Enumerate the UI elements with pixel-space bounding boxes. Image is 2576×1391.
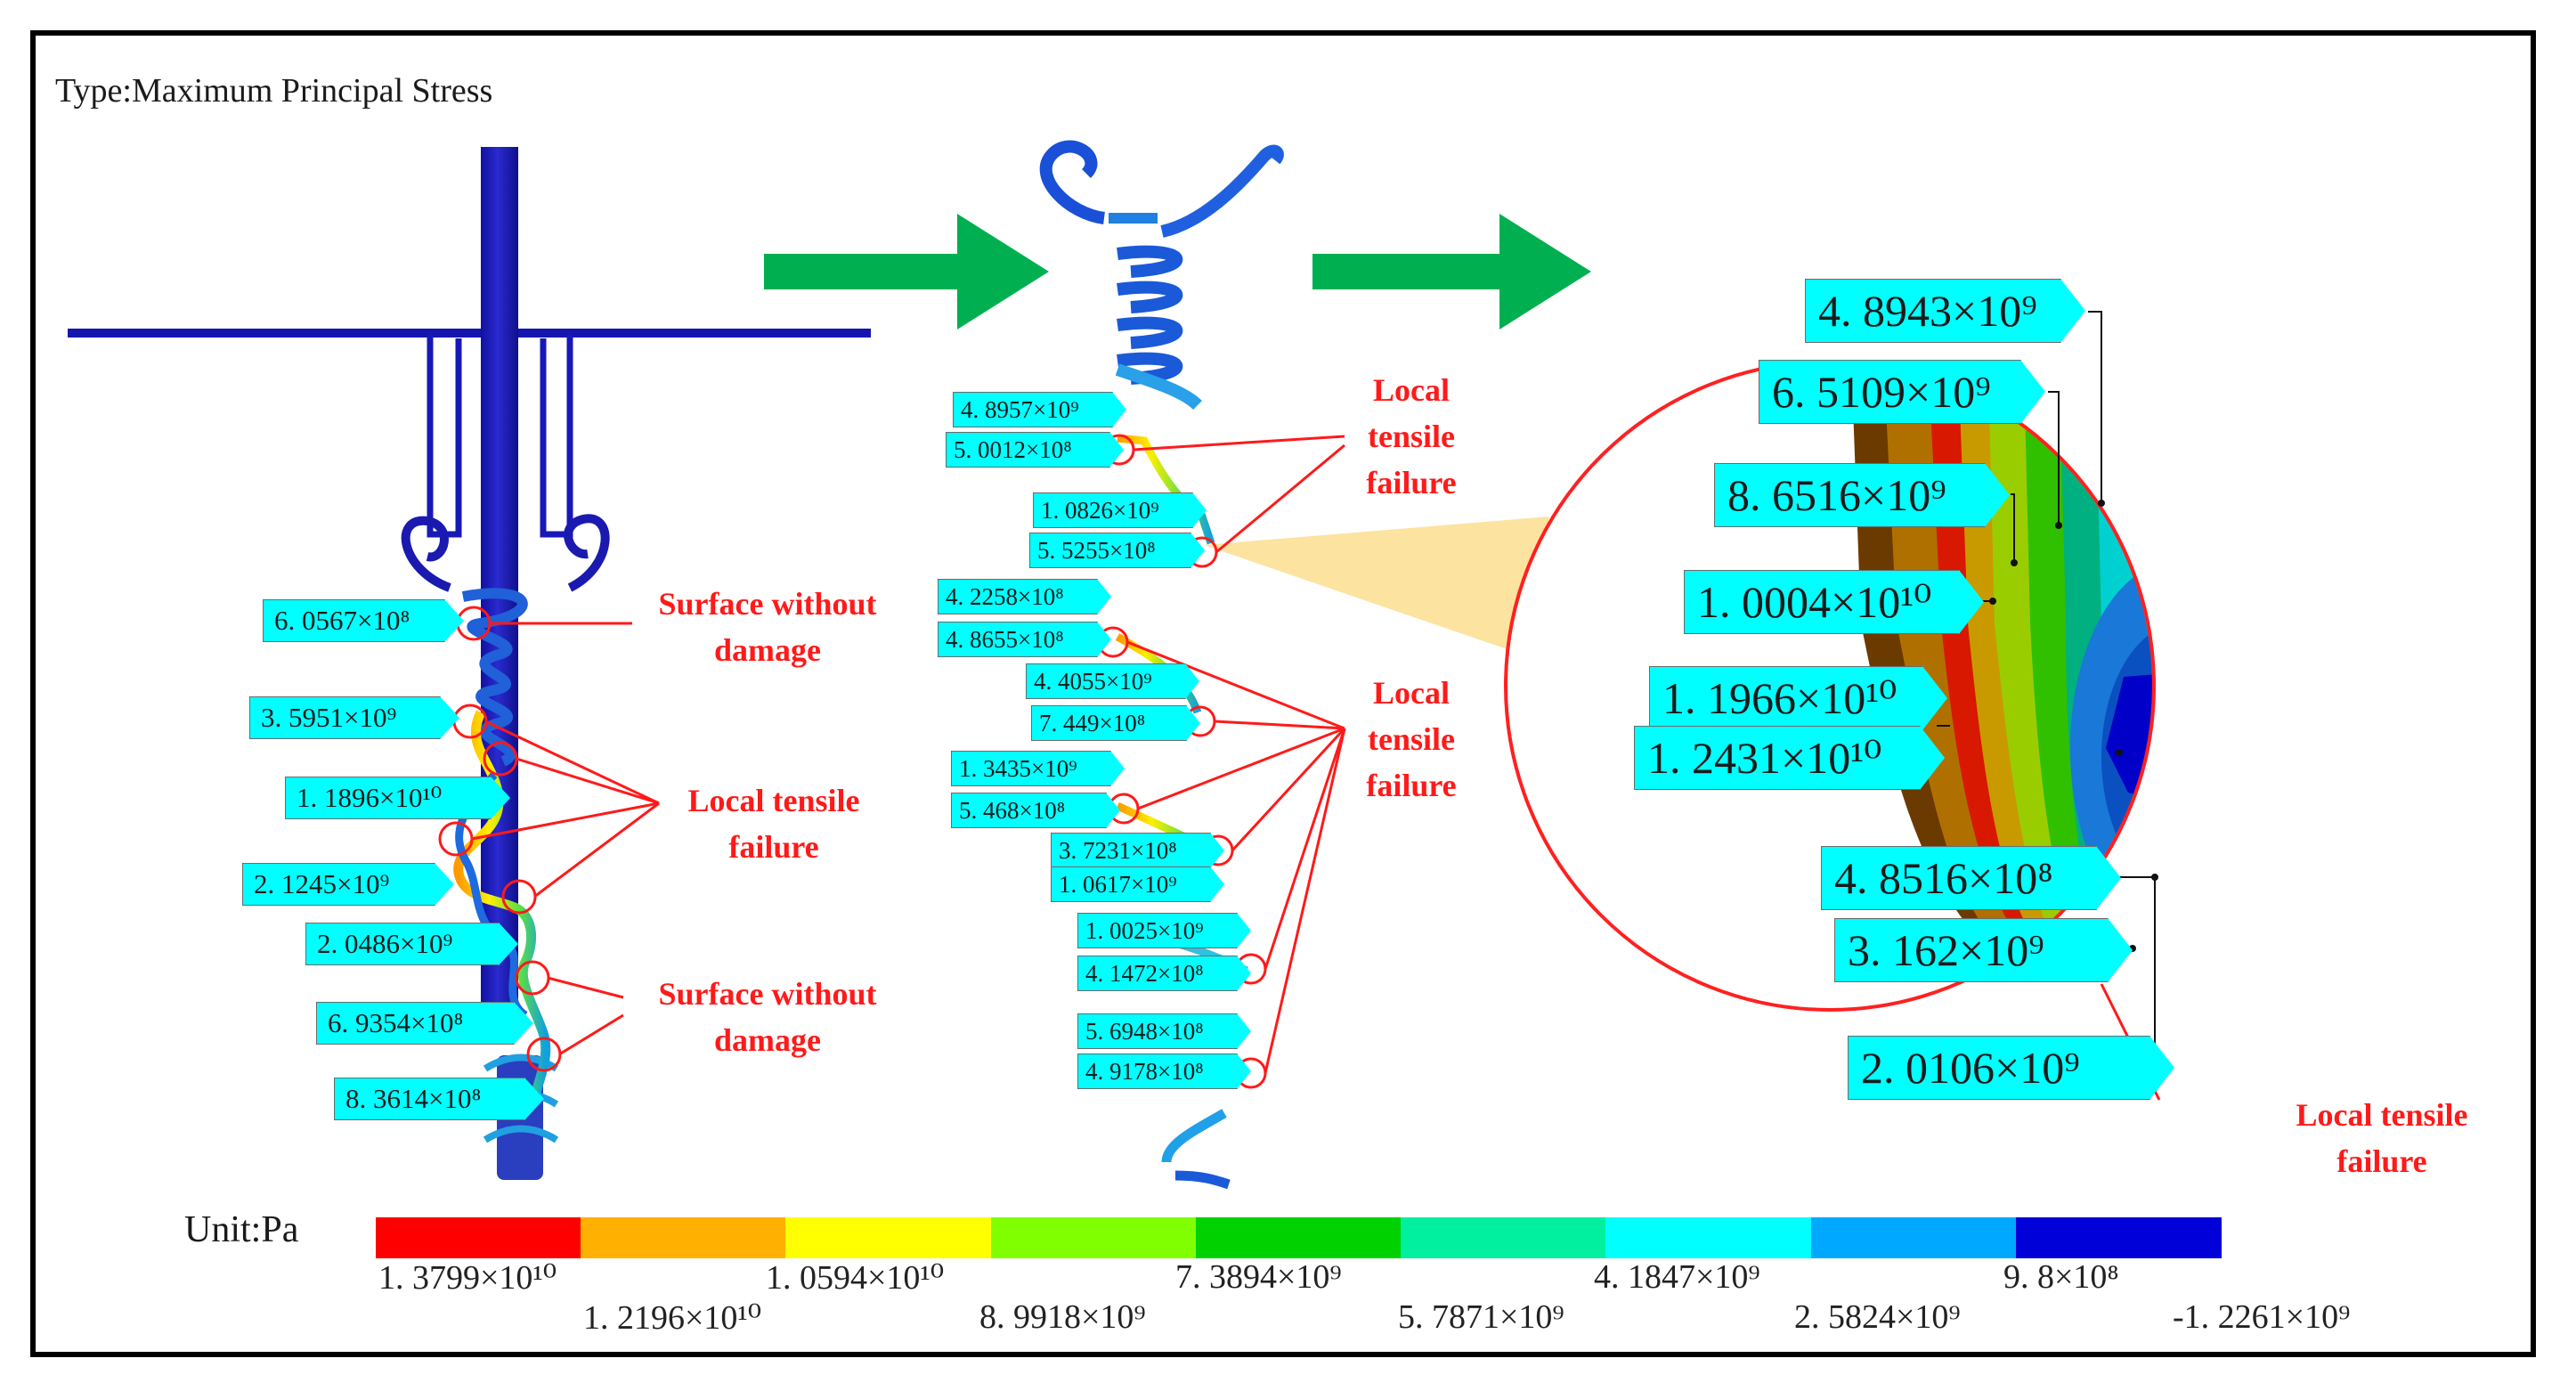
legend-tick-lower: 8. 9918×10⁹ — [979, 1298, 1146, 1336]
left-callout-6: 6. 9354×10⁸ — [316, 1002, 533, 1045]
left-callout-3: 1. 1896×10¹⁰ — [285, 777, 510, 819]
figure-frame — [30, 30, 2536, 1357]
legend-tick-upper: 4. 1847×10⁹ — [1594, 1258, 1760, 1296]
legend-swatch — [581, 1217, 787, 1258]
legend-swatch — [785, 1217, 992, 1258]
mid-callout-13: 1. 0025×10⁹ — [1077, 913, 1251, 948]
mid-callout-12: 1. 0617×10⁹ — [1051, 866, 1224, 902]
mid-callout-4: 5. 5255×10⁸ — [1029, 533, 1205, 568]
zoom-callout-4: 1. 0004×10¹⁰ — [1684, 570, 1984, 634]
zoom-callout-5: 1. 1966×10¹⁰ — [1649, 666, 1947, 730]
legend-swatch — [1810, 1217, 2017, 1258]
flow-arrows — [764, 214, 1591, 329]
legend-swatch — [1605, 1217, 1812, 1258]
left-callout-7: 8. 3614×10⁸ — [334, 1078, 544, 1120]
support-bar-left — [427, 334, 462, 538]
type-label: Type:Maximum Principal Stress — [55, 72, 493, 110]
mid-callout-10: 5. 468×10⁸ — [951, 793, 1120, 828]
legend-tick-upper: 7. 3894×10⁹ — [1175, 1258, 1342, 1296]
mid-callout-7: 4. 4055×10⁹ — [1026, 663, 1199, 699]
horizontal-rod — [68, 329, 871, 338]
legend-tick-lower: 2. 5824×10⁹ — [1794, 1298, 1961, 1336]
legend-swatch — [990, 1217, 1197, 1258]
mid-callout-5: 4. 2258×10⁸ — [938, 579, 1111, 614]
legend-swatch — [1195, 1217, 1402, 1258]
legend-tick-lower: 5. 7871×10⁹ — [1398, 1298, 1564, 1336]
zoom-callout-3: 8. 6516×10⁹ — [1714, 463, 2010, 527]
legend-tick-upper: 1. 0594×10¹⁰ — [766, 1259, 945, 1297]
wire-coil — [461, 588, 528, 767]
mid-callout-15: 5. 6948×10⁸ — [1077, 1013, 1251, 1049]
zoom-callout-2: 6. 5109×10⁹ — [1759, 360, 2045, 424]
mid-callout-1: 4. 8957×10⁹ — [953, 392, 1126, 427]
mid-callout-16: 4. 9178×10⁸ — [1077, 1053, 1251, 1089]
legend-swatch — [2015, 1217, 2222, 1258]
left-callout-4: 2. 1245×10⁹ — [242, 863, 454, 906]
zoom-callout-9: 2. 0106×10⁹ — [1848, 1036, 2174, 1100]
mid-callout-2: 5. 0012×10⁸ — [946, 432, 1124, 468]
mid-callout-9: 1. 3435×10⁹ — [951, 751, 1125, 786]
mid-callout-14: 4. 1472×10⁸ — [1077, 956, 1251, 991]
left-model — [68, 147, 871, 1180]
left-callout-2: 3. 5951×10⁹ — [249, 696, 459, 739]
unit-label: Unit:Pa — [184, 1209, 299, 1250]
legend-tick-upper: 9. 8×10⁸ — [2003, 1258, 2119, 1296]
arrow-right-1 — [764, 214, 1049, 329]
left-callout-1: 6. 0567×10⁸ — [263, 599, 464, 642]
middle-coil — [1115, 245, 1202, 411]
legend-swatch — [1401, 1217, 1607, 1258]
zoom-callout-1: 4. 8943×10⁹ — [1805, 279, 2085, 343]
mid-callout-3: 1. 0826×10⁹ — [1033, 492, 1207, 528]
legend-tick-upper: 1. 3799×10¹⁰ — [378, 1259, 557, 1297]
hook-left — [401, 516, 451, 592]
left-callout-5: 2. 0486×10⁹ — [305, 923, 518, 965]
arrow-right-2 — [1312, 214, 1591, 329]
support-bar-right — [540, 334, 573, 538]
middle-hook-left — [1039, 140, 1106, 224]
mid-callout-11: 3. 7231×10⁸ — [1051, 833, 1224, 868]
legend-tick-lower: -1. 2261×10⁹ — [2173, 1298, 2351, 1336]
legend-swatch — [376, 1217, 582, 1258]
zoom-cone — [1204, 517, 1549, 655]
zoom-callout-6: 1. 2431×10¹⁰ — [1634, 726, 1945, 790]
middle-hook-right — [1160, 144, 1284, 238]
legend-tick-lower: 1. 2196×10¹⁰ — [583, 1299, 762, 1337]
hook-right — [564, 514, 610, 592]
mid-callout-6: 4. 8655×10⁸ — [938, 622, 1111, 657]
mid-callout-8: 7. 449×10⁸ — [1031, 705, 1200, 741]
zoom-callout-7: 4. 8516×10⁸ — [1821, 846, 2121, 910]
zoom-callout-8: 3. 162×10⁹ — [1834, 918, 2133, 982]
